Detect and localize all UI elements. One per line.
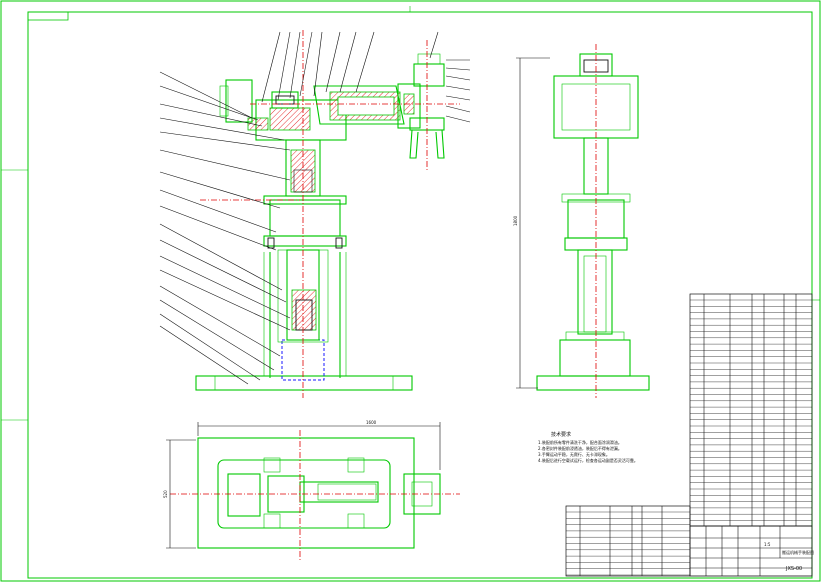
title-block: 搬运机械手装配图 JXS-00 1:5: [689, 525, 814, 577]
parts-list-rows: [690, 299, 812, 521]
tech-req-title: 技术要求: [551, 431, 571, 438]
drawing-scale: 1:5: [764, 542, 771, 547]
top-view: 520 1600: [163, 420, 460, 560]
drawing-number: JXS-00: [785, 566, 802, 572]
tech-req-line-4: 4.装配后进行空载试运行，检查各运动副是否灵活可靠。: [538, 457, 638, 463]
side-view: 1800: [513, 44, 650, 398]
overall-height-dim: 1800: [513, 215, 518, 226]
base-width-dim: 520: [163, 490, 168, 498]
parts-list-lower-rows: [566, 511, 690, 576]
tech-req-line-1: 1.装配前所有零件清洗干净，配合面涂润滑油。: [538, 439, 622, 445]
drawing-title: 搬运机械手装配图: [782, 549, 814, 555]
tech-req-line-2: 2.各密封件装配前浸透油，装配后不得有泄漏。: [538, 445, 622, 451]
tech-req-line-3: 3.手臂运动平稳，无爬行、无卡滞现象。: [538, 451, 610, 457]
technical-requirements: 技术要求 1.装配前所有零件清洗干净，配合面涂润滑油。 2.各密封件装配前浸透油…: [538, 431, 638, 463]
front-view: [159, 30, 471, 398]
parts-list-lower: [565, 505, 691, 577]
parts-list: [689, 293, 813, 527]
base-length-dim: 1600: [366, 420, 377, 425]
